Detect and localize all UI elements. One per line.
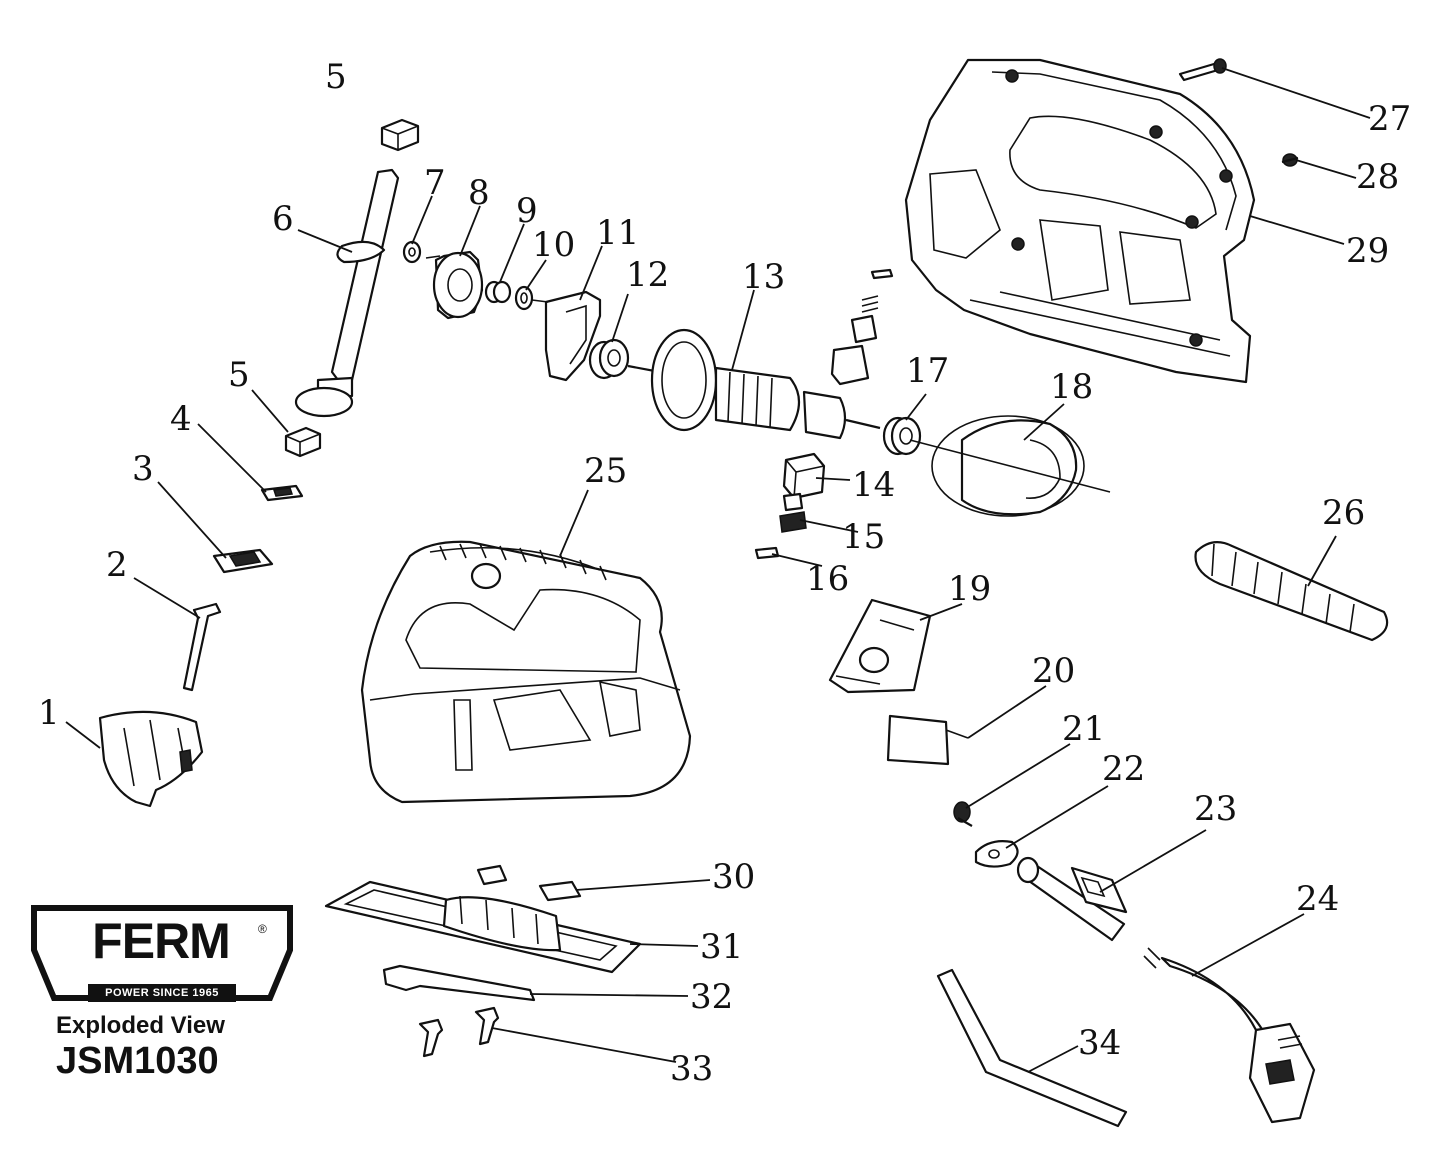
label-part-10: 10: [532, 225, 575, 265]
part-29-housing-shell: [904, 58, 1256, 384]
label-part-5-lower: 5: [228, 355, 250, 395]
label-part-33: 33: [670, 1049, 713, 1089]
part-28-screw: [1281, 153, 1299, 167]
brand-tagline: POWER SINCE 1965: [88, 984, 236, 1002]
part-9-bushing: [484, 280, 512, 304]
part-2-hex-key: [182, 602, 222, 692]
label-part-25: 25: [584, 451, 627, 491]
label-part-9: 9: [516, 191, 538, 231]
part-10-washer: [514, 285, 534, 311]
part-27-screw: [1178, 58, 1227, 82]
part-19-switch: [828, 598, 932, 694]
part-14-brush-holder: [782, 452, 826, 500]
part-1-blade-guard: [98, 710, 204, 808]
label-part-30: 30: [712, 857, 755, 897]
label-part-19: 19: [948, 569, 991, 609]
part-16-brush-cap: [754, 546, 780, 560]
label-part-20: 20: [1032, 651, 1075, 691]
label-part-26: 26: [1322, 493, 1365, 533]
label-part-1: 1: [38, 693, 60, 733]
label-part-11: 11: [596, 213, 639, 253]
label-part-29: 29: [1346, 231, 1389, 271]
label-part-16: 16: [806, 559, 849, 599]
part-12-bearing: [588, 338, 630, 380]
part-24-power-cord: [1143, 947, 1316, 1124]
diagram-title: Exploded View: [56, 1012, 225, 1039]
part-18-stator: [909, 415, 1111, 517]
label-part-7: 7: [424, 163, 446, 203]
part-25-motor-housing: [360, 540, 692, 804]
part-8-gear: [425, 250, 484, 320]
part-23-cable-sleeve: [1016, 856, 1128, 942]
label-part-14: 14: [852, 465, 895, 505]
label-part-34: 34: [1078, 1023, 1121, 1063]
part-21-screw: [953, 801, 973, 827]
label-part-12: 12: [626, 255, 669, 295]
part-11-bracket: [531, 290, 602, 382]
label-part-31: 31: [700, 927, 743, 967]
part-32-blade-holder: [382, 964, 536, 1002]
label-part-27: 27: [1368, 99, 1411, 139]
part-number-labels: 5 7 8 6 9 10 11 12 13 5 17 18 4 3 25 14 …: [38, 57, 1411, 1089]
label-part-3: 3: [132, 449, 154, 489]
part-34-hex-key: [936, 968, 1128, 1128]
part-5-lower-nut: [284, 426, 322, 458]
part-7-small-bearing: [402, 240, 422, 264]
part-4-plate: [260, 484, 304, 502]
leader-lines: [65, 67, 1371, 1073]
part-30-nuts: [476, 864, 582, 902]
label-part-13: 13: [742, 257, 785, 297]
part-15-brush-spring: [779, 492, 807, 533]
part-20-switch-cover: [886, 714, 969, 766]
label-part-2: 2: [106, 545, 128, 585]
brand-logo-wordmark: FERM: [92, 913, 231, 969]
label-part-18: 18: [1050, 367, 1093, 407]
label-part-8: 8: [468, 173, 490, 213]
label-part-23: 23: [1194, 789, 1237, 829]
label-part-24: 24: [1296, 879, 1339, 919]
part-brush-assembly-upper: [830, 268, 894, 386]
label-part-17: 17: [906, 351, 949, 391]
part-31-base-plate: [324, 880, 642, 974]
ferm-logo-frame: [31, 905, 293, 1001]
label-part-22: 22: [1102, 749, 1145, 789]
brand-registered-mark: ®: [258, 922, 267, 936]
model-number: JSM1030: [56, 1040, 219, 1082]
label-part-15: 15: [842, 517, 885, 557]
label-part-6: 6: [272, 199, 294, 239]
label-part-21: 21: [1062, 709, 1105, 749]
part-3-plate: [212, 548, 274, 574]
part-13-armature: [627, 328, 881, 440]
part-5-top-nut: [380, 118, 420, 152]
part-26-rubber-grip: [1194, 541, 1389, 642]
label-part-5-top: 5: [325, 57, 347, 97]
label-part-4: 4: [170, 399, 192, 439]
part-6-lever-shaft: [294, 168, 400, 418]
label-part-32: 32: [690, 977, 733, 1017]
label-part-28: 28: [1356, 157, 1399, 197]
part-17-bearing: [882, 416, 922, 456]
part-33-screws: [418, 1006, 500, 1058]
